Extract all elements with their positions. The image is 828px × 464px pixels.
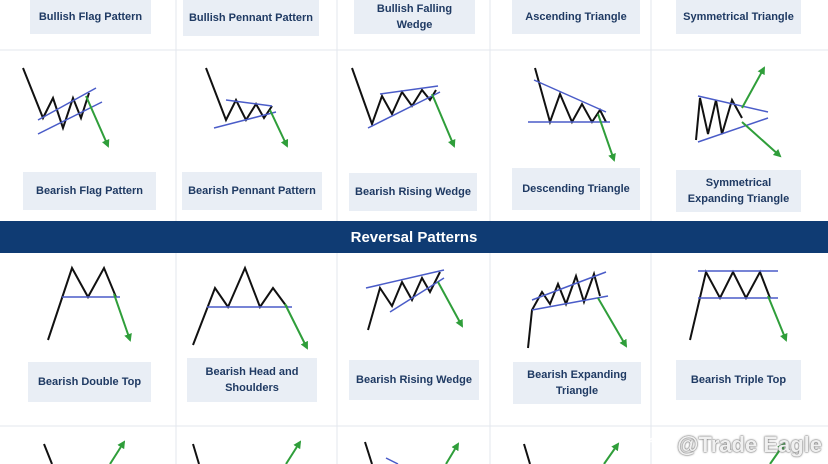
watermark: @Trade Eagle <box>644 432 822 458</box>
label-reversal-rising-wedge: Bearish Rising Wedge <box>349 360 479 400</box>
bearish-rising-wedge-drawing <box>351 67 456 148</box>
symmetrical-expanding-triangle-drawing <box>695 66 782 158</box>
label-bearish-pennant: Bearish Pennant Pattern <box>182 172 322 210</box>
bearish-flag-drawing <box>22 67 110 148</box>
bearish-pennant-drawing <box>205 67 289 148</box>
descending-triangle-drawing <box>528 67 616 162</box>
label-bearish-triple-top: Bearish Triple Top <box>676 360 801 400</box>
label-bearish-head-and-shoulders: Bearish Head and Shoulders <box>187 358 317 402</box>
bearish-expanding-triangle-drawing <box>527 270 628 349</box>
next-row-partial-drawings <box>43 440 786 464</box>
label-symmetrical-expanding-triangle: Symmetrical Expanding Triangle <box>676 170 801 212</box>
label-bearish-double-top: Bearish Double Top <box>28 362 151 402</box>
label-symmetrical-triangle: Symmetrical Triangle <box>676 0 801 34</box>
label-bullish-flag: Bullish Flag Pattern <box>30 0 151 34</box>
label-descending-triangle: Descending Triangle <box>512 168 640 210</box>
watermark-text: @Trade Eagle <box>677 432 822 457</box>
bearish-head-and-shoulders-drawing <box>192 265 308 350</box>
bearish-triple-top-drawing <box>689 269 788 342</box>
label-ascending-triangle: Ascending Triangle <box>512 0 640 34</box>
label-bearish-expanding-triangle: Bearish Expanding Triangle <box>513 362 641 404</box>
label-bullish-pennant: Bullish Pennant Pattern <box>183 0 319 36</box>
label-bearish-flag: Bearish Flag Pattern <box>23 172 156 210</box>
label-bearish-rising-wedge: Bearish Rising Wedge <box>349 173 477 211</box>
eagle-logo-icon <box>644 432 674 458</box>
reversal-patterns-banner: Reversal Patterns <box>0 221 828 253</box>
reversal-rising-wedge-drawing <box>365 269 463 331</box>
bearish-double-top-drawing <box>47 265 132 342</box>
label-bullish-falling-wedge: Bullish Falling Wedge <box>354 0 475 34</box>
